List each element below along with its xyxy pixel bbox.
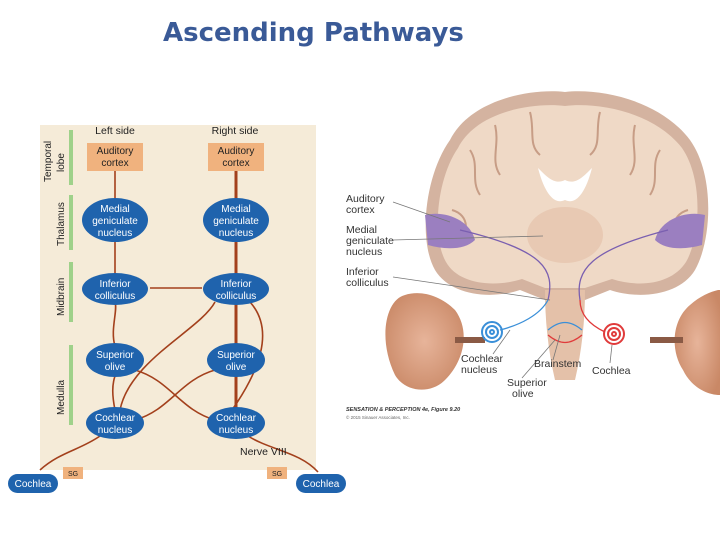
right-sg-box bbox=[267, 467, 287, 479]
left-mgn-line2: geniculate bbox=[92, 216, 138, 227]
brain-cochlea-label: Cochlea bbox=[592, 365, 631, 377]
right-ic-line1: Inferior bbox=[220, 279, 252, 290]
region-bars bbox=[69, 130, 73, 425]
left-cortex-line2: cortex bbox=[101, 158, 128, 169]
figure-copyright: © 2015 Sinauer Associates, Inc. bbox=[346, 414, 410, 420]
left-mgn-line1: Medial bbox=[100, 204, 129, 215]
region-midbrain-label: Midbrain bbox=[56, 278, 67, 316]
right-ic-line2: colliculus bbox=[216, 291, 257, 302]
right-sg-label: SG bbox=[272, 471, 282, 478]
left-auditory-cortex-region bbox=[425, 213, 475, 249]
right-cn-node bbox=[207, 407, 265, 439]
left-cochlea-spiral bbox=[481, 321, 503, 343]
right-side-header: Right side bbox=[212, 125, 259, 137]
right-cochlea-label: Cochlea bbox=[303, 479, 340, 490]
region-thalamus-label: Thalamus bbox=[56, 202, 67, 246]
left-auditory-cortex-box bbox=[87, 143, 143, 171]
right-ic-node bbox=[203, 273, 269, 305]
brain-cochlear-nucleus-line1: Cochlear bbox=[461, 353, 504, 365]
right-so-node bbox=[207, 343, 265, 377]
figure-caption: SENSATION & PERCEPTION 4e, Figure 9.20 bbox=[346, 407, 460, 413]
left-so-line1: Superior bbox=[96, 350, 134, 361]
right-ear bbox=[674, 290, 720, 395]
brain-ic-line1: Inferior bbox=[346, 266, 379, 278]
brain-brainstem-label: Brainstem bbox=[534, 358, 582, 370]
left-ic-line1: Inferior bbox=[99, 279, 131, 290]
left-cochlea-label: Cochlea bbox=[15, 479, 52, 490]
brain-mgn-line2: geniculate bbox=[346, 235, 394, 247]
brainstem-shape bbox=[545, 290, 585, 380]
pathway-lines bbox=[39, 168, 319, 473]
right-mgn-line2: geniculate bbox=[213, 216, 259, 227]
right-auditory-cortex-box bbox=[208, 143, 264, 171]
left-side-header: Left side bbox=[95, 125, 135, 137]
brain-mgn-line1: Medial bbox=[346, 224, 377, 236]
brain-auditory-cortex-line1: Auditory bbox=[346, 193, 385, 205]
left-ic-line2: colliculus bbox=[95, 291, 136, 302]
right-cn-line2: nucleus bbox=[219, 425, 253, 436]
left-ic-node bbox=[82, 273, 148, 305]
right-mgn-line1: Medial bbox=[221, 204, 250, 215]
right-cortex-line2: cortex bbox=[222, 158, 249, 169]
region-medulla-label: Medulla bbox=[56, 380, 67, 415]
left-mgn-node bbox=[82, 198, 148, 242]
pathway-nodes bbox=[82, 198, 269, 439]
left-cn-line1: Cochlear bbox=[95, 413, 136, 424]
nerve-viii-label: Nerve VIII bbox=[240, 446, 287, 458]
region-lobe-label: lobe bbox=[56, 153, 67, 172]
right-auditory-cortex-region bbox=[655, 213, 705, 249]
left-cn-line2: nucleus bbox=[98, 425, 132, 436]
left-so-line2: olive bbox=[105, 362, 126, 373]
right-so-line1: Superior bbox=[217, 350, 255, 361]
right-mgn-node bbox=[203, 198, 269, 242]
right-cortex-line1: Auditory bbox=[218, 146, 255, 157]
right-cochlea-spiral bbox=[603, 323, 625, 345]
right-mgn-line3: nucleus bbox=[219, 228, 253, 239]
left-so-node bbox=[86, 343, 144, 377]
right-cochlea-node bbox=[296, 474, 346, 493]
left-cn-node bbox=[86, 407, 144, 439]
right-so-line2: olive bbox=[226, 362, 247, 373]
pathway-panel bbox=[40, 125, 316, 470]
left-mgn-line3: nucleus bbox=[98, 228, 132, 239]
brain-cochlear-nucleus-line2: nucleus bbox=[461, 364, 497, 376]
brain-mgn-line3: nucleus bbox=[346, 246, 382, 258]
brain-superior-olive-line2: olive bbox=[512, 388, 534, 400]
page-title: Ascending Pathways bbox=[163, 18, 464, 48]
brain-superior-olive-line1: Superior bbox=[507, 377, 547, 389]
left-ear bbox=[385, 293, 464, 390]
left-sg-box bbox=[63, 467, 83, 479]
right-cn-line1: Cochlear bbox=[216, 413, 257, 424]
brain-illustration bbox=[385, 91, 720, 395]
left-cortex-line1: Auditory bbox=[97, 146, 134, 157]
left-cochlea-node bbox=[8, 474, 58, 493]
brain-ic-line2: colliculus bbox=[346, 277, 389, 289]
region-temporal-label: Temporal bbox=[43, 141, 54, 182]
brain-auditory-cortex-line2: cortex bbox=[346, 204, 375, 216]
left-sg-label: SG bbox=[68, 471, 78, 478]
